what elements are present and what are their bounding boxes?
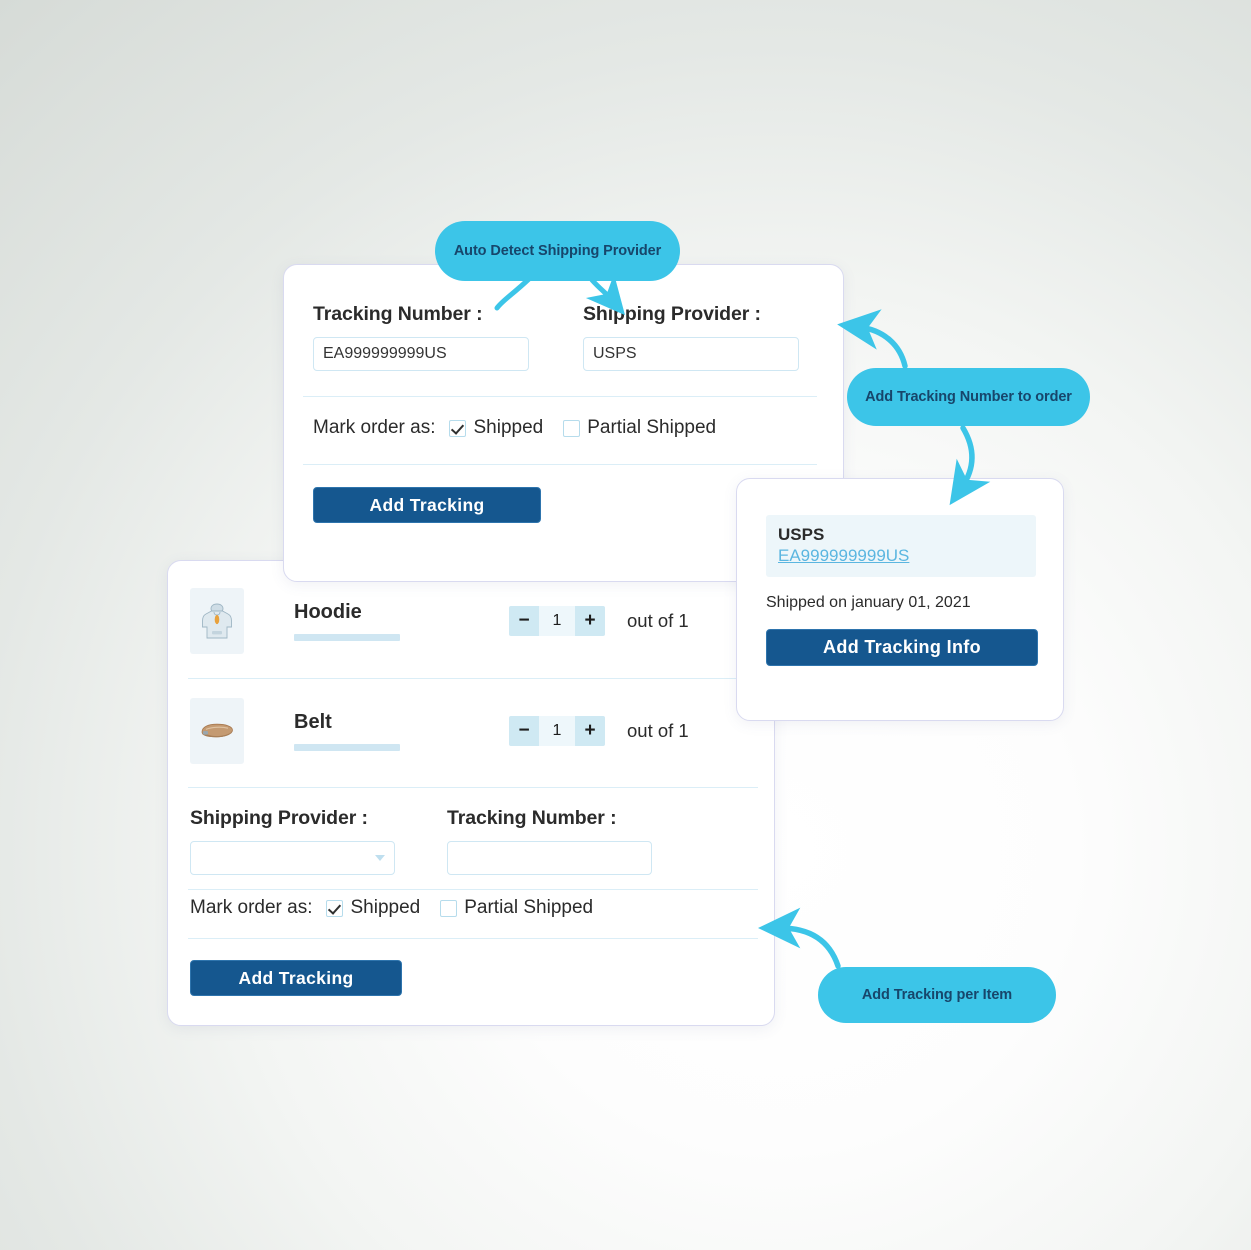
quantity-decrement-button[interactable]: − bbox=[509, 606, 539, 636]
divider-item-1 bbox=[188, 678, 758, 679]
item-tracking-field: Tracking Number : bbox=[447, 807, 652, 875]
arrow-order-to-card bbox=[837, 309, 908, 369]
shipped-checkbox-label: Shipped bbox=[473, 417, 544, 438]
item-meta-bar bbox=[294, 744, 400, 751]
item-shipped-checkbox[interactable] bbox=[326, 899, 344, 917]
callout-order-tracking: Add Tracking Number to order bbox=[847, 368, 1090, 426]
tracking-number-label: Tracking Number : bbox=[313, 303, 483, 325]
quantity-stepper[interactable]: − 1 + bbox=[509, 606, 605, 636]
callout-auto-detect: Auto Detect Shipping Provider bbox=[435, 221, 680, 281]
item-tracking-number-input[interactable] bbox=[447, 841, 652, 875]
divider-top bbox=[303, 396, 817, 397]
order-tracking-field: Tracking Number : bbox=[313, 303, 529, 371]
divider-item-form bbox=[188, 889, 758, 890]
item-info: Belt bbox=[294, 711, 509, 751]
item-shipped-checkbox-label: Shipped bbox=[350, 897, 421, 918]
add-tracking-button[interactable]: Add Tracking bbox=[313, 487, 541, 523]
hoodie-icon bbox=[190, 588, 244, 654]
order-provider-field: Shipping Provider : bbox=[583, 303, 799, 371]
shipping-provider-input[interactable] bbox=[583, 337, 799, 371]
order-mark-row: Mark order as: Shipped Partial Shipped bbox=[313, 417, 716, 439]
belt-icon bbox=[190, 698, 244, 764]
item-tracking-card: Hoodie − 1 + out of 1 Belt bbox=[167, 560, 775, 1026]
divider-item-2 bbox=[188, 787, 758, 788]
callout-item-tracking: Add Tracking per Item bbox=[818, 967, 1056, 1023]
item-tracking-number-label: Tracking Number : bbox=[447, 807, 617, 829]
order-field-row: Tracking Number : Shipping Provider : bbox=[313, 303, 813, 371]
item-shipping-provider-select[interactable] bbox=[190, 841, 395, 875]
list-item: Belt − 1 + out of 1 bbox=[190, 683, 774, 779]
carrier-name: USPS bbox=[778, 525, 825, 544]
shipping-provider-label: Shipping Provider : bbox=[583, 303, 761, 325]
divider-bottom bbox=[303, 464, 817, 465]
divider-item-submit bbox=[188, 938, 758, 939]
partial-shipped-checkbox-label: Partial Shipped bbox=[587, 417, 717, 438]
item-mark-order-as-label: Mark order as: bbox=[190, 897, 313, 918]
item-field-row: Shipping Provider : Tracking Number : bbox=[190, 807, 710, 875]
item-available-count: out of 1 bbox=[627, 720, 689, 741]
item-partial-shipped-checkbox-label: Partial Shipped bbox=[464, 897, 594, 918]
mark-order-as-label: Mark order as: bbox=[313, 417, 436, 438]
item-available-count: out of 1 bbox=[627, 610, 689, 631]
item-name: Belt bbox=[294, 711, 332, 733]
quantity-increment-button[interactable]: + bbox=[575, 716, 605, 746]
tracking-number-link[interactable]: EA999999999US bbox=[778, 546, 910, 566]
quantity-value: 1 bbox=[539, 716, 575, 746]
order-tracking-card: Tracking Number : Shipping Provider : Ma… bbox=[283, 264, 844, 582]
partial-shipped-checkbox[interactable] bbox=[563, 419, 581, 437]
list-item: Hoodie − 1 + out of 1 bbox=[190, 573, 774, 669]
shipped-checkbox[interactable] bbox=[449, 419, 467, 437]
quantity-increment-button[interactable]: + bbox=[575, 606, 605, 636]
shipped-on-text: Shipped on january 01, 2021 bbox=[766, 594, 971, 611]
arrow-item-to-card bbox=[758, 907, 841, 969]
item-add-tracking-button[interactable]: Add Tracking bbox=[190, 960, 402, 996]
item-provider-field: Shipping Provider : bbox=[190, 807, 395, 875]
chevron-down-icon bbox=[375, 855, 385, 861]
item-meta-bar bbox=[294, 634, 400, 641]
add-tracking-info-button[interactable]: Add Tracking Info bbox=[766, 629, 1038, 666]
item-name: Hoodie bbox=[294, 601, 362, 623]
quantity-decrement-button[interactable]: − bbox=[509, 716, 539, 746]
item-partial-shipped-checkbox[interactable] bbox=[440, 899, 458, 917]
tracking-number-input[interactable] bbox=[313, 337, 529, 371]
item-mark-row: Mark order as: Shipped Partial Shipped bbox=[190, 897, 593, 919]
item-shipping-provider-label: Shipping Provider : bbox=[190, 807, 368, 829]
quantity-value: 1 bbox=[539, 606, 575, 636]
tracking-summary-box: USPS EA999999999US bbox=[766, 515, 1036, 577]
item-info: Hoodie bbox=[294, 601, 509, 641]
tracking-info-card: USPS EA999999999US Shipped on january 01… bbox=[736, 478, 1064, 721]
quantity-stepper[interactable]: − 1 + bbox=[509, 716, 605, 746]
